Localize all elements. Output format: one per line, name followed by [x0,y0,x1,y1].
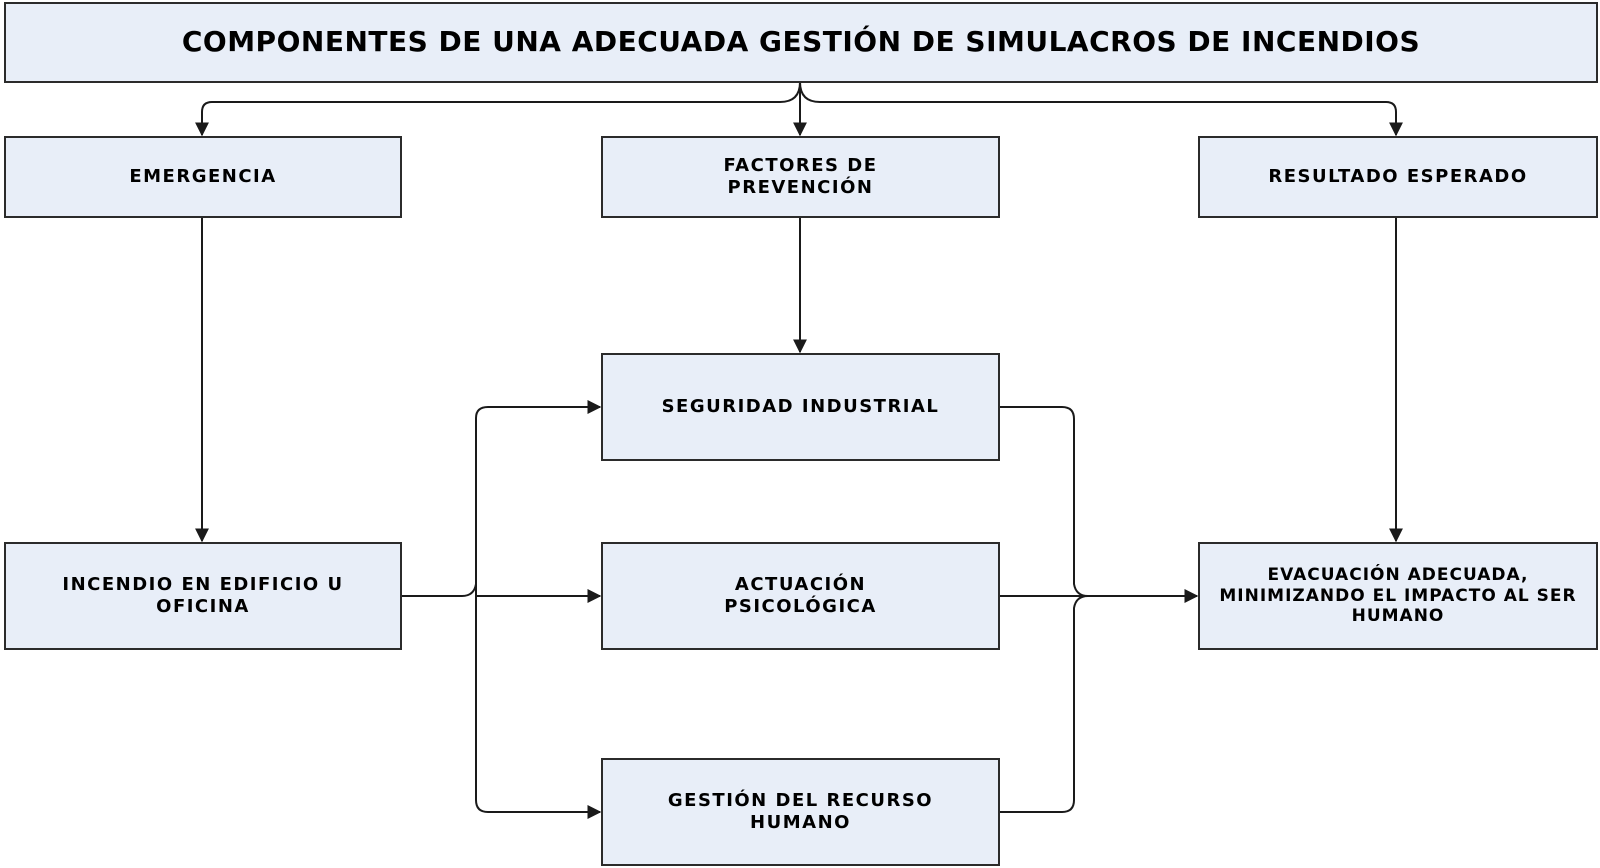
connector-title-to-resultado [799,81,1403,137]
connector-left-brace [475,400,602,419]
connector-left-brace-spine-lower [475,584,602,819]
box-actuacion-psicologica: ACTUACIÓN PSICOLÓGICA [601,542,1000,650]
box-emergencia: EMERGENCIA [4,136,402,218]
box-resultado-esperado: RESULTADO ESPERADO [1198,136,1598,218]
connector-incendio-stem [402,583,477,597]
box-incendio: INCENDIO EN EDIFICIO U OFICINA [4,542,402,650]
connector-title-to-emergencia [195,81,801,137]
connector-right-brace-lower [1000,595,1089,813]
box-factores-prevencion: FACTORES DE PREVENCIÓN [601,136,1000,218]
connector-right-brace-upper [1000,406,1089,597]
box-seguridad-industrial: SEGURIDAD INDUSTRIAL [601,353,1000,461]
box-gestion-recurso-humano: GESTIÓN DEL RECURSO HUMANO [601,758,1000,866]
box-evacuacion-adecuada: EVACUACIÓN ADECUADA, MINIMIZANDO EL IMPA… [1198,542,1598,650]
diagram-title: COMPONENTES DE UNA ADECUADA GESTIÓN DE S… [4,2,1598,83]
